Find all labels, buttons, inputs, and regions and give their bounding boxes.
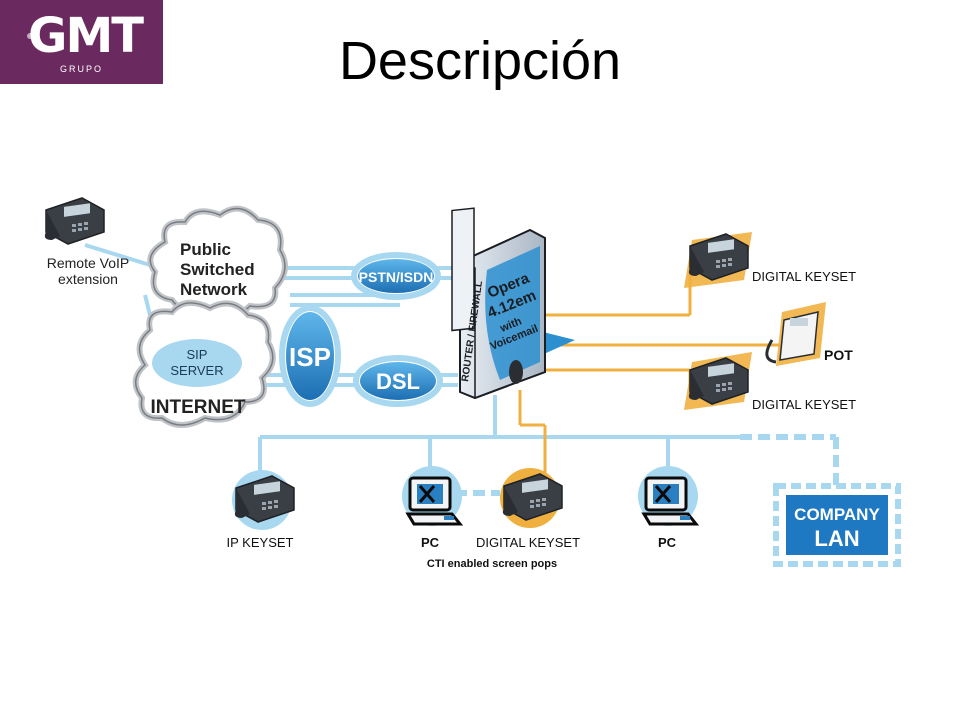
- logo-background: [0, 0, 163, 84]
- company-logo: GMT GRUPO: [0, 0, 163, 84]
- sip-line-2: SERVER: [170, 363, 223, 378]
- pot-label: POT: [824, 347, 853, 363]
- digital-keyset-1-label: DIGITAL KEYSET: [752, 269, 856, 284]
- company-lan-line-2: LAN: [814, 526, 859, 551]
- pstn-isdn-label: PSTN/ISDN: [359, 269, 434, 285]
- pbx-vent: [509, 360, 523, 384]
- logo-wordmark: GMT: [28, 8, 144, 64]
- phone-icon: [44, 197, 105, 245]
- digital-keyset-bottom: DIGITAL KEYSET: [476, 468, 580, 550]
- company-lan-line-1: COMPANY: [794, 505, 880, 524]
- pot-phone: POT: [765, 302, 853, 366]
- page-title: Descripción: [338, 31, 622, 91]
- logo-subtitle: GRUPO: [59, 64, 103, 74]
- digital-keyset-mid: DIGITAL KEYSET: [684, 352, 856, 412]
- company-lan-box: COMPANY LAN: [773, 483, 901, 567]
- pc-1-label: PC: [421, 535, 440, 550]
- router-panel: [451, 207, 475, 332]
- remote-line-1: Remote VoIP: [47, 255, 130, 271]
- digital-keyset-2-label: DIGITAL KEYSET: [752, 397, 856, 412]
- lan-dashed-link: [455, 434, 839, 496]
- digital-keyset-top: DIGITAL KEYSET: [684, 232, 856, 288]
- pbx-front-panel: [485, 246, 540, 380]
- sip-server-ellipse: [152, 339, 242, 387]
- ip-keyset: IP KEYSET: [227, 470, 295, 550]
- dsl-label: DSL: [376, 369, 420, 394]
- internet-label: INTERNET: [151, 397, 246, 418]
- pstn-cloud: Public Switched Network: [147, 205, 288, 317]
- ip-keyset-label: IP KEYSET: [227, 535, 294, 550]
- pstn-isdn-node: PSTN/ISDN: [351, 252, 441, 300]
- cti-caption: CTI enabled screen pops: [427, 558, 557, 570]
- opera-pbx: ROUTER / FIREWALL Opera 4.12em with Voic…: [451, 207, 575, 400]
- digital-keyset-3-label: DIGITAL KEYSET: [476, 535, 580, 550]
- isp-node: ISP: [279, 305, 341, 407]
- dsl-node: DSL: [353, 355, 443, 407]
- pstn-line-3: Network: [180, 280, 248, 299]
- pc-right: PC: [638, 466, 698, 550]
- pc-2-label: PC: [658, 535, 677, 550]
- remote-line-2: extension: [58, 271, 118, 287]
- phone-icon: [779, 311, 819, 361]
- remote-voip-phone: Remote VoIP extension: [44, 197, 130, 287]
- pstn-line-2: Switched: [180, 260, 255, 279]
- isp-label: ISP: [289, 342, 331, 372]
- sip-line-1: SIP: [187, 347, 208, 362]
- pstn-line-1: Public: [180, 240, 231, 259]
- pc-left: PC: [402, 466, 462, 550]
- internet-cloud: SIP SERVER INTERNET: [132, 299, 276, 428]
